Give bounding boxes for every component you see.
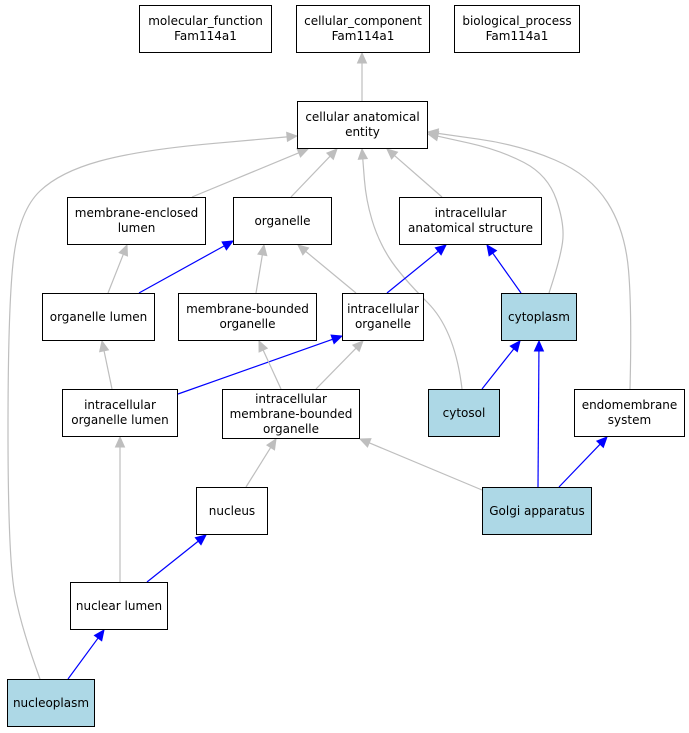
arrowhead-intracellular_organelle_lumen-to-organelle_lumen: [98, 339, 110, 353]
arrowhead-intracellular_membrane_bounded_organelle-to-intracellular_organelle: [351, 340, 364, 353]
arrowhead-nucleoplasm-to-cellular_anatomical_entity: [286, 131, 299, 143]
node-cytoplasm[interactable]: cytoplasm: [501, 293, 577, 341]
edge-intracellular_organelle-to-intracellular_anatomical_structure: [386, 250, 439, 294]
edge-intracellular_membrane_bounded_organelle-to-intracellular_organelle: [315, 347, 357, 390]
node-molecular-function[interactable]: molecular_function Fam114a1: [139, 5, 272, 53]
edge-intracellular_membrane_bounded_organelle-to-membrane_bounded_organelle: [262, 349, 282, 390]
node-membrane-enclosed-lumen[interactable]: membrane-enclosed lumen: [67, 197, 206, 245]
edge-organelle-to-cellular_anatomical_entity: [290, 155, 331, 198]
arrowhead-organelle-to-cellular_anatomical_entity: [325, 148, 338, 161]
edge-cytoplasm-to-intracellular_anatomical_structure: [492, 252, 522, 294]
node-organelle-lumen[interactable]: organelle lumen: [42, 293, 155, 341]
arrowhead-cytosol-to-cytoplasm: [509, 340, 521, 353]
node-golgi-apparatus[interactable]: Golgi apparatus: [482, 487, 592, 535]
edge-cytoplasm-to-cellular_anatomical_entity: [437, 135, 564, 294]
arrowhead-intracellular_organelle_lumen-to-intracellular_organelle: [330, 334, 344, 345]
edge-cytosol-to-cytoplasm: [481, 348, 515, 390]
arrowhead-nuclear_lumen-to-intracellular_organelle_lumen: [114, 435, 126, 448]
arrowhead-cellular_anatomical_entity-to-cellular_component: [356, 51, 368, 64]
edge-golgi_apparatus-to-intracellular_membrane_bounded_organelle: [368, 442, 483, 491]
arrowhead-cytoplasm-to-intracellular_anatomical_structure: [486, 244, 498, 257]
edge-intracellular_organelle_lumen-to-intracellular_organelle: [177, 338, 333, 395]
arrowhead-intracellular_membrane_bounded_organelle-to-membrane_bounded_organelle: [258, 339, 269, 353]
arrowhead-cytosol-to-cellular_anatomical_entity: [357, 147, 369, 160]
arrowhead-organelle_lumen-to-organelle: [221, 240, 235, 251]
node-cytosol[interactable]: cytosol: [428, 389, 500, 437]
edge-intracellular_anatomical_structure-to-cellular_anatomical_entity: [394, 155, 443, 198]
node-intracellular-anatomical-structure[interactable]: intracellular anatomical structure: [399, 197, 542, 245]
edge-membrane_bounded_organelle-to-organelle: [255, 254, 263, 294]
node-cellular-component[interactable]: cellular_component Fam114a1: [296, 5, 430, 53]
arrowhead-golgi_apparatus-to-intracellular_membrane_bounded_organelle: [358, 438, 372, 448]
node-organelle[interactable]: organelle: [233, 197, 332, 245]
node-intracellular-organelle-lumen[interactable]: intracellular organelle lumen: [62, 389, 178, 437]
node-intracellular-membrane-bounded-organelle[interactable]: intracellular membrane-bounded organelle: [222, 389, 360, 439]
arrowhead-membrane_enclosed_lumen-to-cellular_anatomical_entity: [296, 148, 310, 158]
arrowhead-nucleus-to-intracellular_membrane_bounded_organelle: [265, 437, 277, 451]
edge-golgi_apparatus-to-endomembrane_system: [558, 443, 601, 488]
edge-intracellular_organelle_lumen-to-organelle_lumen: [103, 350, 113, 390]
edge-cytosol-to-cellular_anatomical_entity: [362, 158, 463, 390]
arrowhead-nuclear_lumen-to-nucleus: [194, 534, 207, 546]
edge-endomembrane_system-to-cellular_anatomical_entity: [437, 132, 632, 390]
arrowhead-nucleoplasm-to-nuclear_lumen: [93, 629, 105, 642]
edge-nucleoplasm-to-nuclear_lumen: [67, 637, 99, 680]
arrowhead-organelle_lumen-to-membrane_enclosed_lumen: [118, 243, 129, 257]
edge-organelle_lumen-to-membrane_enclosed_lumen: [107, 254, 124, 294]
arrowhead-endomembrane_system-to-cellular_anatomical_entity: [426, 128, 440, 139]
node-nucleus[interactable]: nucleus: [196, 487, 268, 535]
node-biological-process[interactable]: biological_process Fam114a1: [454, 5, 580, 53]
arrowhead-golgi_apparatus-to-endomembrane_system: [595, 436, 608, 449]
node-membrane-bounded-organelle[interactable]: membrane-bounded organelle: [178, 293, 317, 341]
edge-nucleus-to-intracellular_membrane_bounded_organelle: [245, 447, 272, 488]
node-cellular-anatomical-entity[interactable]: cellular anatomical entity: [297, 101, 428, 149]
node-intracellular-organelle[interactable]: intracellular organelle: [342, 293, 424, 341]
arrowhead-intracellular_anatomical_structure-to-cellular_anatomical_entity: [386, 148, 399, 160]
edge-membrane_enclosed_lumen-to-cellular_anatomical_entity: [191, 152, 299, 198]
arrowhead-golgi_apparatus-to-cytoplasm: [533, 339, 545, 352]
arrowhead-intracellular_organelle-to-intracellular_anatomical_structure: [434, 244, 447, 256]
edge-nuclear_lumen-to-nucleus: [146, 540, 199, 583]
edge-intracellular_organelle-to-organelle: [305, 250, 357, 294]
edge-organelle_lumen-to-organelle: [138, 245, 225, 294]
arrowhead-intracellular_organelle-to-organelle: [297, 244, 310, 256]
node-endomembrane-system[interactable]: endomembrane system: [574, 389, 685, 437]
arrowhead-membrane_bounded_organelle-to-organelle: [257, 243, 268, 257]
node-nucleoplasm[interactable]: nucleoplasm: [7, 679, 95, 727]
edge-golgi_apparatus-to-cytoplasm: [537, 350, 540, 488]
node-nuclear-lumen[interactable]: nuclear lumen: [70, 582, 168, 630]
edge-nucleoplasm-to-cellular_anatomical_entity: [7, 136, 288, 680]
